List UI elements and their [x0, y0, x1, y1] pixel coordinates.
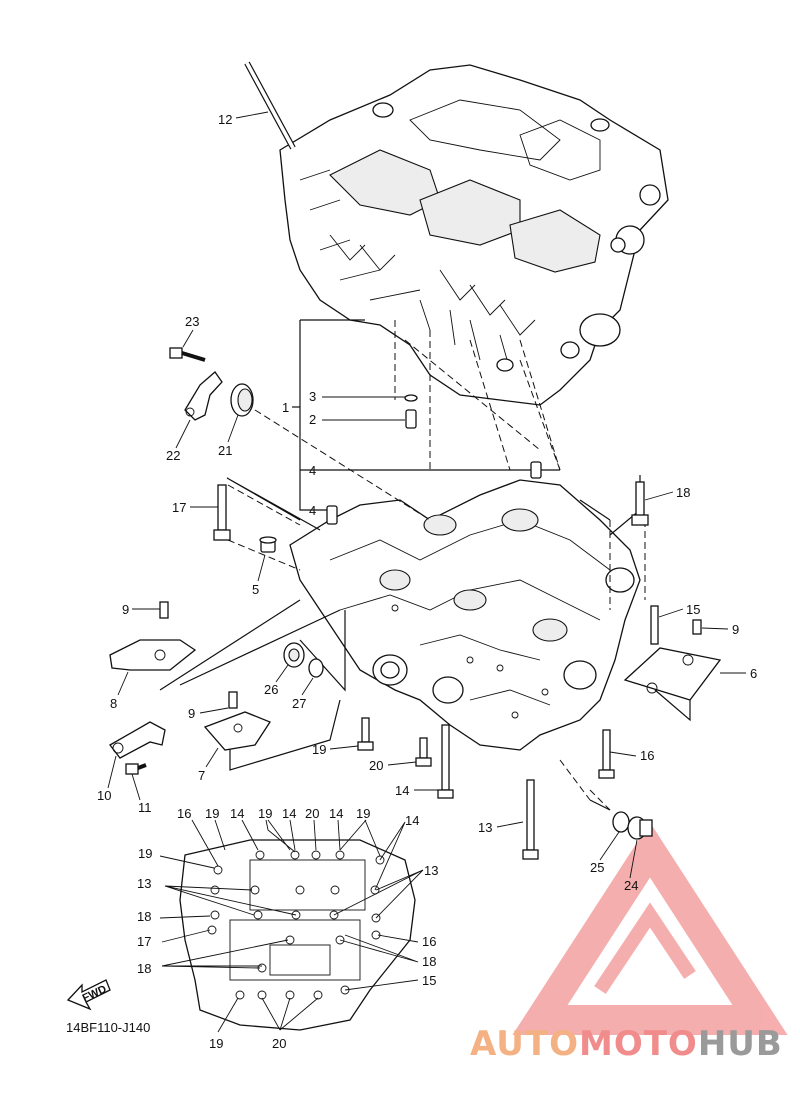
callout-3: 3: [309, 389, 316, 404]
callout-16: 16: [640, 748, 654, 763]
inset-callout-19b: 19: [258, 806, 272, 821]
callout-8: 8: [110, 696, 117, 711]
lower-crankcase: [289, 479, 641, 751]
inset-callout-15: 15: [422, 973, 436, 988]
part-21-oil-seal: [230, 383, 254, 417]
part-23-bolt: [169, 347, 206, 362]
inset-callout-18c: 18: [422, 954, 436, 969]
callout-numbers: 12 23 22 21 3 2 1 4 4 17 18 5 9 15 9 6 8…: [97, 111, 757, 893]
fwd-label: FWD: [81, 983, 109, 1004]
inset-bolt-holes: [207, 850, 385, 1000]
callout-15: 15: [686, 602, 700, 617]
part-27-gasket: [308, 658, 324, 678]
svg-text:AUTOMOTOHUB: AUTOMOTOHUB: [470, 1024, 783, 1064]
part-24-drain-plug: [627, 816, 653, 840]
callout-13: 13: [478, 820, 492, 835]
part-16-bolt: [598, 729, 615, 779]
callout-4a: 4: [309, 463, 316, 478]
watermark-moto: MOTO: [579, 1024, 698, 1064]
part-17-bolt: [213, 484, 231, 541]
part-20-bolt: [415, 737, 432, 767]
inset-callout-19a: 19: [205, 806, 219, 821]
watermark-text: AUTOMOTOHUB: [470, 1024, 783, 1064]
inset-callout-18a: 18: [137, 909, 151, 924]
inset-callout-16: 16: [177, 806, 191, 821]
part-4-dowels: [326, 461, 542, 525]
part-6-plate: [623, 647, 722, 701]
inset-callout-14c: 14: [329, 806, 343, 821]
callout-9b: 9: [732, 622, 739, 637]
callout-2: 2: [309, 412, 316, 427]
part-19-bolt: [357, 717, 374, 751]
callout-9c: 9: [188, 706, 195, 721]
callout-21: 21: [218, 443, 232, 458]
inset-callout-20a: 20: [305, 806, 319, 821]
fwd-arrow: FWD: [66, 979, 111, 1011]
inset-callout-19d: 19: [138, 846, 152, 861]
part-2-dowel: [404, 394, 418, 429]
callout-9a: 9: [122, 602, 129, 617]
part-14-bolt: [437, 724, 454, 799]
callout-19: 19: [312, 742, 326, 757]
inset-callout-14b: 14: [282, 806, 296, 821]
callout-25: 25: [590, 860, 604, 875]
inset-callout-20b: 20: [272, 1036, 286, 1051]
callout-24: 24: [624, 878, 638, 893]
stud-bolt-12: [244, 61, 296, 150]
inset-callout-16b: 16: [422, 934, 436, 949]
callout-22: 22: [166, 448, 180, 463]
part-15-bolt: [650, 605, 659, 645]
callout-26: 26: [264, 682, 278, 697]
diagram-code: 14BF110-J140: [66, 1020, 150, 1035]
callout-14: 14: [395, 783, 409, 798]
inset-callout-17: 17: [137, 934, 151, 949]
callout-1: 1: [282, 400, 289, 415]
callout-4b: 4: [309, 503, 316, 518]
callout-5: 5: [252, 582, 259, 597]
part-11-bolt: [125, 763, 147, 775]
callout-11: 11: [138, 800, 152, 815]
inset-callout-13a: 13: [137, 876, 151, 891]
watermark-auto: AUTO: [470, 1024, 579, 1064]
callout-10: 10: [97, 788, 111, 803]
part-22-bracket: [184, 371, 223, 421]
callout-20: 20: [369, 758, 383, 773]
callout-12: 12: [218, 112, 232, 127]
part-5-plug: [259, 536, 277, 553]
part-26-plug: [283, 642, 305, 668]
inset-callout-18b: 18: [137, 961, 151, 976]
inset-callout-19e: 19: [209, 1036, 223, 1051]
part-13-bolt: [522, 779, 539, 860]
inset-callout-14a: 14: [230, 806, 244, 821]
callout-23: 23: [185, 314, 199, 329]
callout-7: 7: [198, 768, 205, 783]
callout-6: 6: [750, 666, 757, 681]
part-18-bolt: [631, 481, 649, 526]
inset-callout-19c: 19: [356, 806, 370, 821]
inset-callout-14d: 14: [405, 813, 419, 828]
watermark-logo: [512, 822, 788, 1035]
part-8-plate: [109, 639, 197, 671]
inset-bolt-pattern: [159, 819, 424, 1033]
part-10-clip: [109, 721, 166, 759]
inset-callout-13b: 13: [424, 863, 438, 878]
callout-27: 27: [292, 696, 306, 711]
inset-callout-numbers: 16 19 14 19 14 20 14 19 14 19 13 13 18 1…: [137, 806, 438, 1051]
part-9-bolts: [159, 601, 702, 709]
callout-17: 17: [172, 500, 186, 515]
watermark-hub: HUB: [698, 1024, 783, 1064]
callout-18: 18: [676, 485, 690, 500]
upper-crankcase: [279, 64, 669, 406]
part-25-washer: [612, 811, 630, 833]
part-7-plate: [203, 711, 271, 751]
